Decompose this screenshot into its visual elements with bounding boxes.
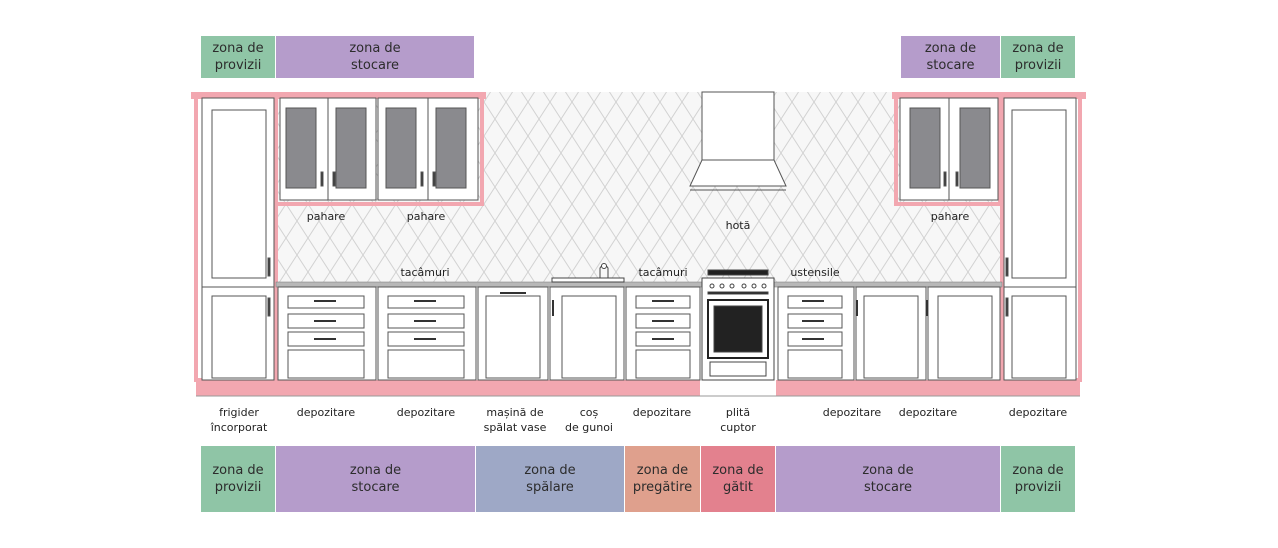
label-ustensile: ustensile bbox=[790, 266, 840, 279]
sink-faucet bbox=[551, 263, 625, 283]
bottom-zone-provizii-right: zona de provizii bbox=[1001, 446, 1075, 512]
tall-cabinet-left bbox=[201, 97, 275, 381]
label-plita: plită cuptor bbox=[720, 406, 756, 434]
bottom-zone-stocare-left: zona de stocare bbox=[276, 446, 475, 512]
cabinet-handles bbox=[314, 292, 928, 340]
countertop bbox=[275, 281, 1003, 288]
bottom-zone-spalare: zona de spălare bbox=[476, 446, 624, 512]
range-hood bbox=[689, 91, 787, 191]
label-depozitare-6: depozitare bbox=[1008, 406, 1068, 419]
base-cabinets bbox=[277, 286, 1001, 381]
stove bbox=[701, 269, 775, 381]
label-masina: mașină de spălat vase bbox=[483, 406, 547, 434]
tall-cabinet-right bbox=[1003, 97, 1077, 381]
bottom-zone-provizii-left: zona de provizii bbox=[201, 446, 275, 512]
top-zone-stocare-right: zona de stocare bbox=[901, 36, 1000, 78]
label-tacamuri-1: tacâmuri bbox=[400, 266, 450, 279]
label-cos: coș de gunoi bbox=[565, 406, 613, 434]
label-frigider: frigider încorporat bbox=[210, 406, 268, 434]
label-pahare-1: pahare bbox=[306, 210, 346, 223]
bottom-zone-pregatire: zona de pregătire bbox=[625, 446, 700, 512]
label-pahare-2: pahare bbox=[406, 210, 446, 223]
top-zone-provizii-right: zona de provizii bbox=[1001, 36, 1075, 78]
label-depozitare-5: depozitare bbox=[898, 406, 958, 419]
label-depozitare-2: depozitare bbox=[396, 406, 456, 419]
label-hota: hotă bbox=[725, 219, 751, 232]
label-depozitare-4: depozitare bbox=[822, 406, 882, 419]
label-pahare-3: pahare bbox=[930, 210, 970, 223]
top-zone-stocare-left: zona de stocare bbox=[276, 36, 474, 78]
label-tacamuri-2: tacâmuri bbox=[638, 266, 688, 279]
bottom-zone-stocare-right: zona de stocare bbox=[776, 446, 1000, 512]
label-depozitare-3: depozitare bbox=[632, 406, 692, 419]
upper-cabinets bbox=[279, 97, 999, 201]
top-zone-provizii-left: zona de provizii bbox=[201, 36, 275, 78]
label-depozitare-1: depozitare bbox=[296, 406, 356, 419]
bottom-zone-gatit: zona de gătit bbox=[701, 446, 775, 512]
pink-crowns bbox=[191, 92, 1086, 396]
